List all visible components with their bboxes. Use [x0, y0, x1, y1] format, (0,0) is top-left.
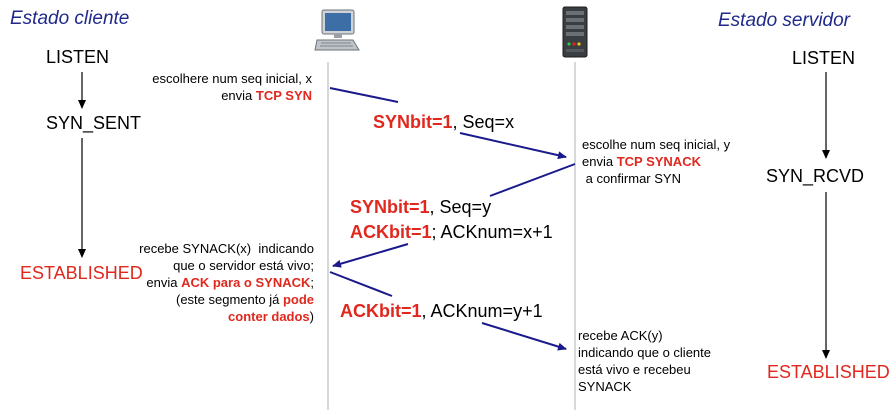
segment-syn-label: SYNbit=1, Seq=x: [373, 112, 515, 132]
note-line: envia ACK para o SYNACK;: [146, 275, 314, 290]
note-server-synack: escolhe num seq inicial, y envia TCP SYN…: [582, 136, 730, 187]
desktop-computer-icon: [314, 9, 360, 51]
client-state-established: ESTABLISHED: [20, 263, 143, 283]
client-state-title: Estado cliente: [10, 8, 130, 29]
note-server-received-ack: recebe ACK(y) indicando que o cliente es…: [578, 327, 711, 395]
note-line: recebe ACK(y): [578, 328, 663, 343]
server-state-title: Estado servidor: [718, 10, 851, 31]
segment-ack-label: ACKbit=1, ACKnum=y+1: [340, 301, 543, 321]
note-line: está vivo e recebeu: [578, 362, 691, 377]
note-line: (este segmento já pode: [175, 292, 314, 307]
note-line: envia TCP SYNACK: [582, 154, 701, 169]
note-line: que o servidor está vivo;: [173, 258, 314, 273]
note-line: indicando que o cliente: [578, 345, 711, 360]
note-client-syn: escolhere num seq inicial, x envia TCP S…: [152, 70, 312, 104]
note-line: recebe SYNACK(x) indicando: [139, 241, 314, 256]
ack-arrow-2: [481, 322, 567, 351]
note-client-ack: recebe SYNACK(x) indicando que o servido…: [139, 240, 314, 325]
note-line: escolhere num seq inicial, x: [152, 71, 312, 86]
server-state-established: ESTABLISHED: [767, 362, 890, 382]
note-line: escolhe num seq inicial, y: [582, 137, 731, 152]
client-state-syn-sent: SYN_SENT: [46, 113, 142, 133]
server-state-listen: LISTEN: [792, 48, 856, 68]
segment-synack-label-2: ACKbit=1; ACKnum=x+1: [350, 222, 553, 242]
server-tower-icon: [562, 6, 588, 58]
segment-synack-label-1: SYNbit=1, Seq=y: [350, 197, 492, 217]
note-line: a confirmar SYN: [582, 171, 681, 186]
syn-arrow-2: [459, 132, 567, 160]
server-state-syn-rcvd: SYN_RCVD: [766, 166, 865, 186]
client-state-listen: LISTEN: [46, 47, 110, 67]
note-line: conter dados): [228, 309, 314, 324]
syn-arrow: [329, 87, 399, 103]
note-line: SYNACK: [578, 379, 632, 394]
synack-arrow-2: [332, 243, 409, 268]
synack-arrow: [489, 163, 576, 197]
note-line: envia TCP SYN: [221, 88, 312, 103]
ack-arrow: [329, 271, 393, 297]
